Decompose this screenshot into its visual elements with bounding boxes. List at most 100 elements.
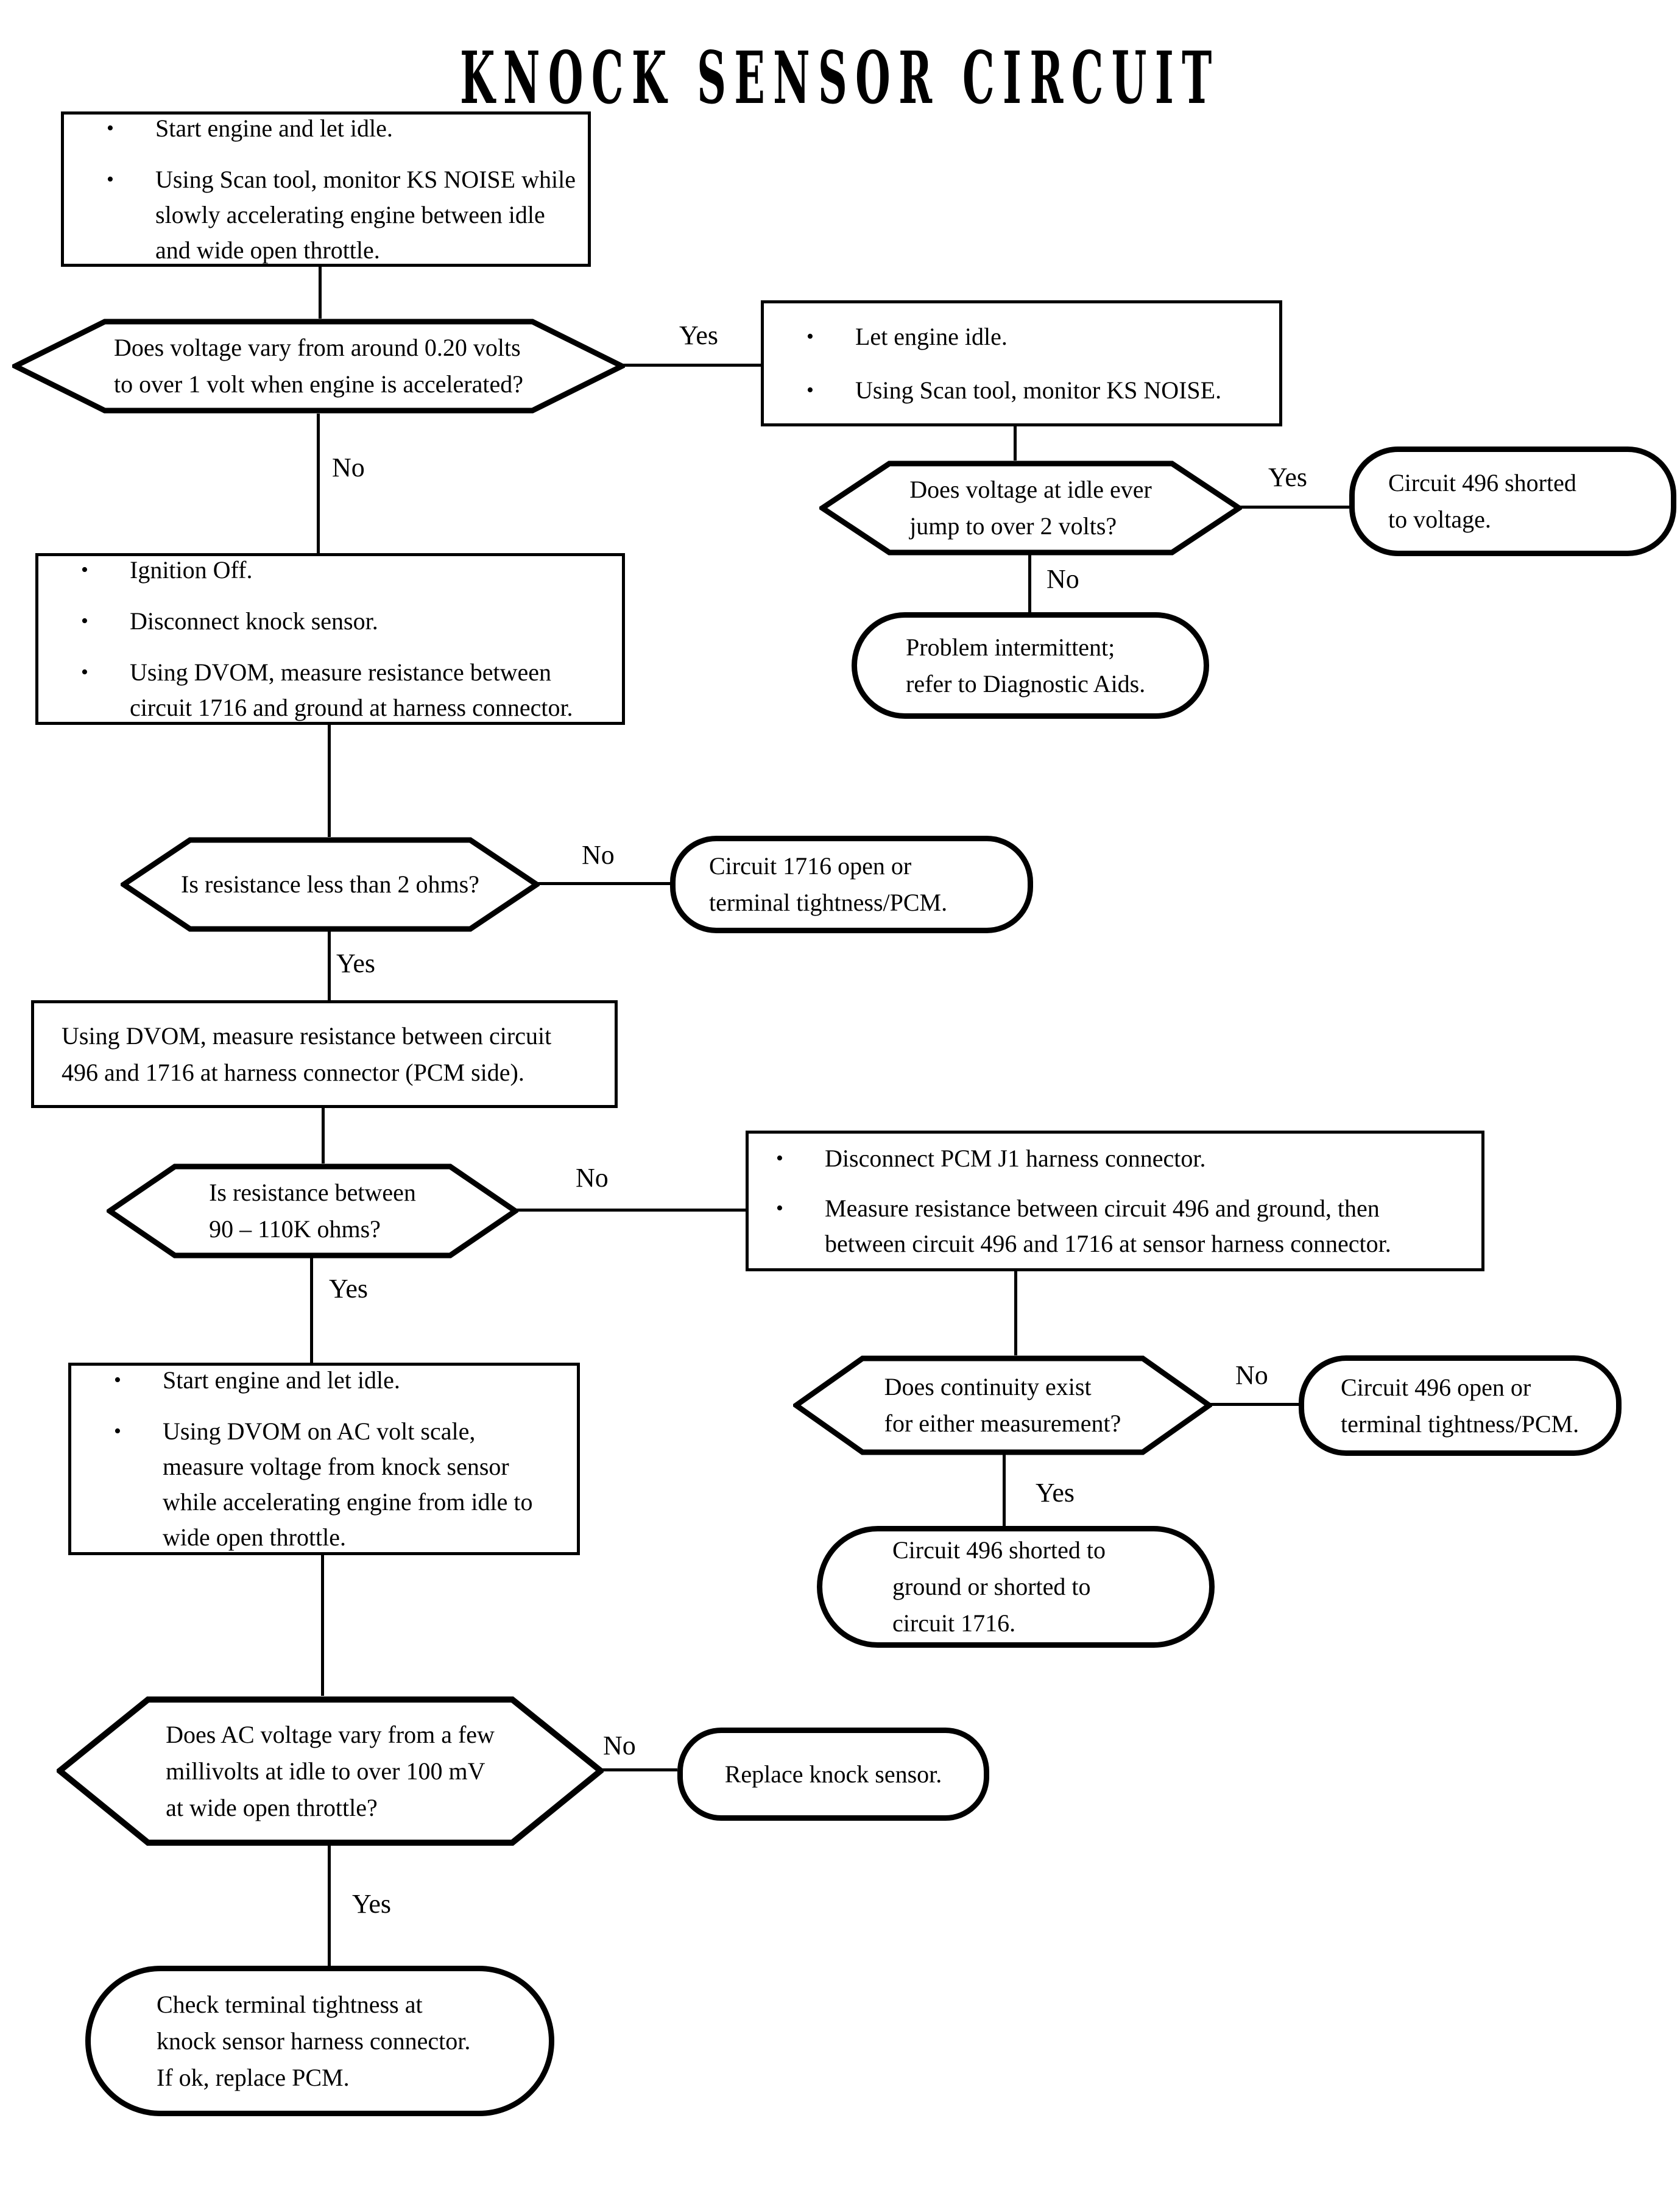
decision-text-line: millivolts at idle to over 100 mV: [166, 1757, 485, 1785]
edge-label-yes: Yes: [336, 948, 376, 978]
connector-line: [322, 1107, 325, 1163]
bullet-list: • Disconnect PCM J1 harness connector. •…: [749, 1124, 1481, 1279]
bullet-icon: •: [81, 661, 88, 683]
terminal-text: Circuit 496 shorted to ground or shorted…: [892, 1532, 1106, 1642]
terminal-text-line: to voltage.: [1388, 506, 1491, 533]
list-item: • Disconnect knock sensor.: [81, 604, 607, 639]
terminal-text-line: Circuit 496 shorted: [1388, 469, 1576, 496]
bullet-list: • Start engine and let idle. • Using DVO…: [71, 1346, 577, 1572]
connector-line: [1003, 1454, 1006, 1526]
edge-label-yes: Yes: [1268, 462, 1308, 492]
bullet-text: Disconnect PCM J1 harness connector.: [825, 1144, 1206, 1172]
decision-text-line: for either measurement?: [884, 1410, 1121, 1437]
decision-voltage-vary: Does voltage vary from around 0.20 volts…: [12, 319, 625, 414]
list-item: • Using DVOM, measure resistance between…: [81, 655, 607, 725]
bullet-icon: •: [806, 378, 814, 401]
decision-text-line: Does voltage vary from around 0.20 volts: [114, 334, 521, 361]
decision-resistance-2-ohms: Is resistance less than 2 ohms?: [121, 837, 540, 932]
list-item: • Ignition Off.: [81, 552, 607, 588]
terminal-check-terminal-tightness: Check terminal tightness at knock sensor…: [85, 1966, 554, 2116]
page-title: KNOCK SENSOR CIRCUIT: [0, 35, 1680, 120]
decision-text: Does AC voltage vary from a few millivol…: [57, 1696, 604, 1846]
terminal-text-line: Circuit 496 shorted to: [892, 1536, 1106, 1564]
decision-text-line: jump to over 2 volts?: [909, 512, 1117, 540]
terminal-text-line: Problem intermittent;: [906, 633, 1115, 661]
process-ignition-off: • Ignition Off. • Disconnect knock senso…: [35, 553, 625, 725]
edge-label-no: No: [576, 1163, 609, 1193]
bullet-text: Start engine and let idle.: [155, 114, 393, 142]
terminal-text-line: circuit 1716.: [892, 1609, 1016, 1637]
connector-line: [1209, 1403, 1300, 1406]
bullet-list: • Ignition Off. • Disconnect knock senso…: [38, 535, 622, 743]
edge-label-yes: Yes: [329, 1274, 369, 1304]
list-item: • Using Scan tool, monitor KS NOISE.: [806, 373, 1267, 408]
decision-continuity: Does continuity exist for either measure…: [793, 1355, 1212, 1455]
connector-line: [1239, 506, 1349, 509]
process-measure-496-1716: Using DVOM, measure resistance between c…: [31, 1000, 618, 1108]
decision-resistance-90-110k: Is resistance between 90 – 110K ohms?: [107, 1163, 518, 1259]
terminal-text-line: knock sensor harness connector.: [157, 2027, 471, 2055]
terminal-circuit-496-shorted-ground: Circuit 496 shorted to ground or shorted…: [817, 1526, 1215, 1648]
edge-label-no: No: [332, 453, 365, 482]
process-start-engine-idle: • Start engine and let idle. • Using Sca…: [61, 111, 591, 267]
decision-idle-jump: Does voltage at idle ever jump to over 2…: [819, 461, 1242, 556]
process-disconnect-pcm-j1: • Disconnect PCM J1 harness connector. •…: [746, 1131, 1484, 1271]
bullet-text: Measure resistance between circuit 496 a…: [825, 1194, 1391, 1257]
bullet-icon: •: [107, 168, 114, 191]
terminal-circuit-496-open: Circuit 496 open or terminal tightness/P…: [1299, 1355, 1622, 1456]
connector-line: [1014, 1270, 1017, 1355]
terminal-text-line: If ok, replace PCM.: [157, 2063, 350, 2091]
process-text-line: 496 and 1716 at harness connector (PCM s…: [62, 1058, 524, 1086]
connector-line: [1028, 554, 1031, 612]
bullet-list: • Start engine and let idle. • Using Sca…: [64, 94, 588, 285]
list-item: • Disconnect PCM J1 harness connector.: [776, 1141, 1466, 1176]
process-start-engine-ac-volt: • Start engine and let idle. • Using DVO…: [68, 1363, 580, 1555]
connector-line: [319, 267, 322, 319]
edge-label-yes: Yes: [679, 320, 719, 350]
terminal-circuit-1716-open: Circuit 1716 open or terminal tightness/…: [670, 836, 1033, 933]
decision-text: Does voltage vary from around 0.20 volts…: [12, 319, 625, 414]
terminal-text: Problem intermittent; refer to Diagnosti…: [906, 629, 1145, 702]
terminal-replace-knock-sensor: Replace knock sensor.: [677, 1728, 989, 1821]
process-idle-monitor: • Let engine idle. • Using Scan tool, mo…: [761, 300, 1282, 426]
page-title-text: KNOCK SENSOR CIRCUIT: [460, 35, 1220, 120]
bullet-text: Ignition Off.: [130, 556, 253, 584]
process-text: Using DVOM, measure resistance between c…: [34, 1006, 615, 1103]
list-item: • Measure resistance between circuit 496…: [776, 1191, 1466, 1262]
decision-text-line: at wide open throttle?: [166, 1793, 378, 1821]
bullet-text: Using Scan tool, monitor KS NOISE.: [855, 376, 1222, 404]
terminal-text: Circuit 496 shorted to voltage.: [1388, 465, 1576, 538]
decision-text-line: 90 – 110K ohms?: [209, 1215, 381, 1243]
edge-label-no: No: [603, 1731, 636, 1760]
decision-text-line: Does voltage at idle ever: [909, 476, 1152, 503]
connector-line: [537, 882, 671, 885]
bullet-text: Disconnect knock sensor.: [130, 607, 378, 635]
bullet-list: • Let engine idle. • Using Scan tool, mo…: [764, 302, 1279, 425]
decision-text-line: Is resistance between: [209, 1179, 416, 1206]
terminal-circuit-496-shorted-voltage: Circuit 496 shorted to voltage.: [1349, 447, 1676, 556]
process-text-line: Using DVOM, measure resistance between c…: [62, 1022, 552, 1050]
connector-line: [328, 1845, 331, 1966]
terminal-text-line: refer to Diagnostic Aids.: [906, 669, 1146, 697]
bullet-text: Using DVOM, measure resistance between c…: [130, 658, 573, 721]
bullet-icon: •: [806, 325, 814, 348]
connector-line: [328, 724, 331, 837]
terminal-text: Check terminal tightness at knock sensor…: [157, 1986, 470, 2096]
connector-line: [601, 1768, 677, 1771]
connector-line: [310, 1257, 313, 1363]
edge-label-no: No: [582, 840, 615, 870]
edge-label-no: No: [1235, 1360, 1268, 1390]
edge-label-no: No: [1046, 564, 1079, 594]
bullet-icon: •: [107, 116, 114, 139]
terminal-text-line: terminal tightness/PCM.: [1341, 1410, 1579, 1438]
terminal-text-line: Circuit 496 open or: [1341, 1373, 1531, 1401]
bullet-text: Start engine and let idle.: [163, 1366, 400, 1394]
edge-label-yes: Yes: [1036, 1478, 1075, 1508]
decision-text-line: Does AC voltage vary from a few: [166, 1720, 495, 1748]
bullet-text: Let engine idle.: [855, 322, 1008, 350]
terminal-text-line: Replace knock sensor.: [724, 1760, 942, 1788]
terminal-problem-intermittent: Problem intermittent; refer to Diagnosti…: [852, 612, 1209, 719]
terminal-text-line: terminal tightness/PCM.: [709, 889, 948, 916]
bullet-icon: •: [81, 559, 88, 581]
bullet-icon: •: [114, 1420, 121, 1442]
